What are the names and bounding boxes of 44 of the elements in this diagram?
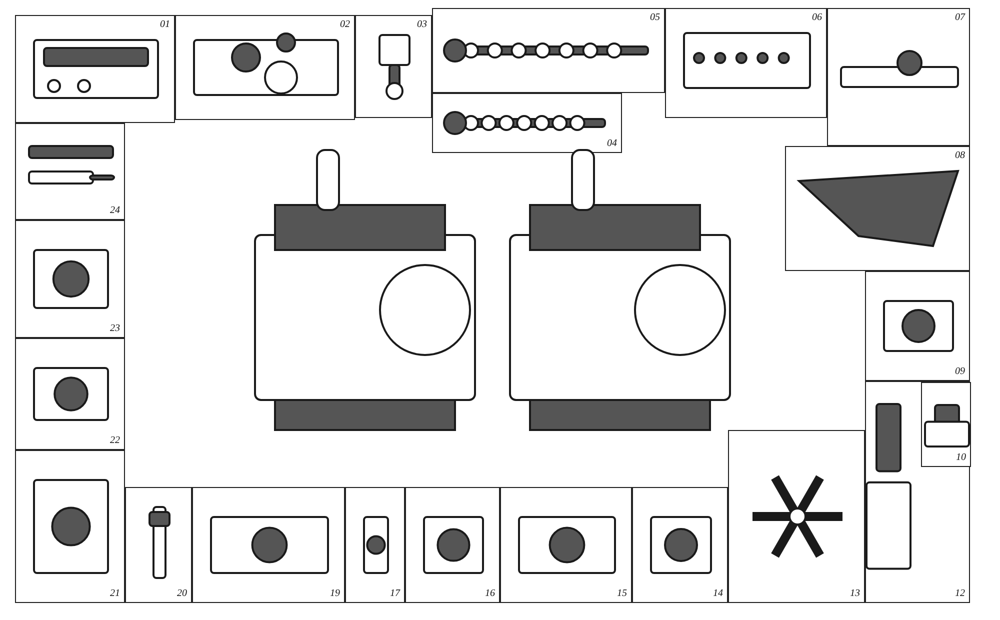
part-panel bbox=[355, 15, 432, 118]
part-panel bbox=[921, 382, 971, 467]
part-panel bbox=[15, 220, 125, 338]
part-panel bbox=[192, 487, 345, 603]
callout-number: 04 bbox=[607, 138, 617, 149]
callout-number: 08 bbox=[955, 150, 965, 161]
part-panel bbox=[15, 338, 125, 450]
callout-number: 24 bbox=[110, 205, 120, 216]
part-panel bbox=[15, 123, 125, 220]
callout-number: 14 bbox=[713, 588, 723, 599]
part-panel bbox=[500, 487, 632, 603]
callout-number: 20 bbox=[177, 588, 187, 599]
callout-number: 02 bbox=[340, 19, 350, 30]
callout-number: 13 bbox=[850, 588, 860, 599]
callout-number: 01 bbox=[160, 19, 170, 30]
callout-number: 16 bbox=[485, 588, 495, 599]
part-panel bbox=[865, 381, 970, 603]
callout-number: 22 bbox=[110, 435, 120, 446]
callout-number: 05 bbox=[650, 12, 660, 23]
part-panel bbox=[632, 487, 728, 603]
callout-number: 10 bbox=[956, 452, 966, 463]
callout-number: 23 bbox=[110, 323, 120, 334]
part-panel bbox=[432, 93, 622, 153]
callout-number: 15 bbox=[617, 588, 627, 599]
part-panel bbox=[345, 487, 405, 603]
callout-number: 09 bbox=[955, 366, 965, 377]
part-panel bbox=[827, 8, 970, 146]
part-panel bbox=[405, 487, 500, 603]
part-panel bbox=[15, 15, 175, 123]
callout-number: 12 bbox=[955, 588, 965, 599]
part-panel bbox=[865, 271, 970, 381]
part-panel bbox=[728, 430, 865, 603]
callout-number: 17 bbox=[390, 588, 400, 599]
callout-number: 07 bbox=[955, 12, 965, 23]
part-panel bbox=[665, 8, 827, 118]
part-panel bbox=[785, 146, 970, 271]
part-panel bbox=[175, 15, 355, 120]
callout-number: 03 bbox=[417, 19, 427, 30]
callout-number: 06 bbox=[812, 12, 822, 23]
part-panel bbox=[15, 450, 125, 603]
part-panel bbox=[432, 8, 665, 93]
part-panel bbox=[125, 487, 192, 603]
callout-number: 19 bbox=[330, 588, 340, 599]
callout-number: 21 bbox=[110, 588, 120, 599]
